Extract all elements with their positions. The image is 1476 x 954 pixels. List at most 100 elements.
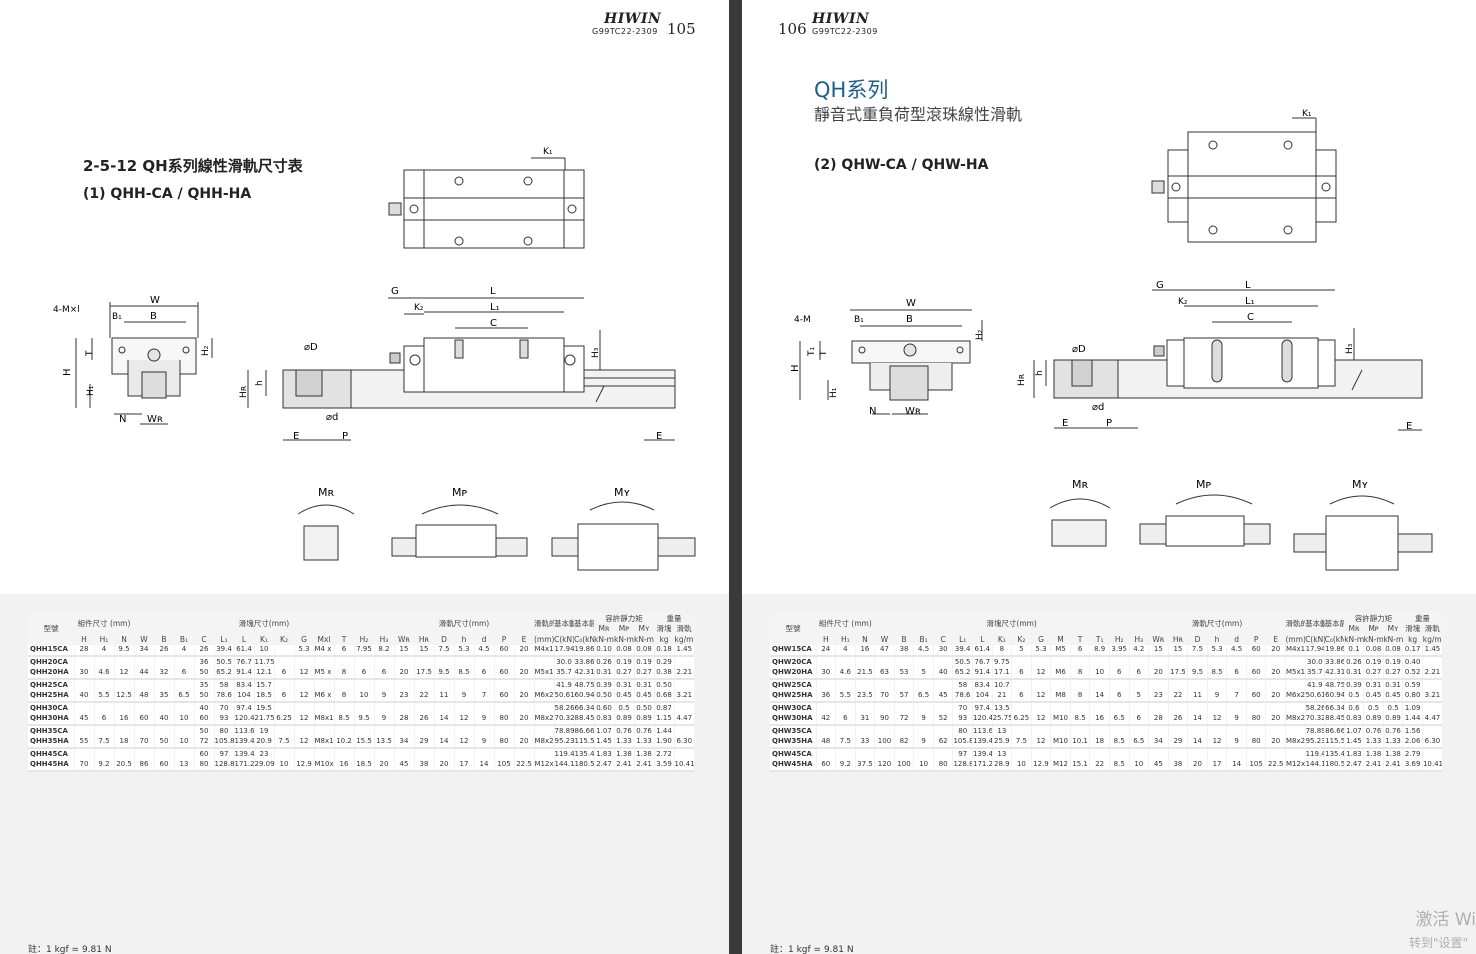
table-cell: 12 xyxy=(453,713,474,726)
table-cell xyxy=(313,725,334,737)
table-cell: 60 xyxy=(493,667,514,680)
header-assembly: 組件尺寸 (mm) xyxy=(74,613,134,634)
table-cell: 0.89 xyxy=(1382,713,1403,726)
table-cell: 60 xyxy=(815,759,836,772)
table-cell: M6x20 xyxy=(533,690,554,703)
table-cell: M8x25 xyxy=(533,736,554,749)
table-cell: 6.30 xyxy=(673,736,694,749)
label-h2: H₂ xyxy=(201,345,211,356)
table-cell xyxy=(433,725,454,737)
table-cell: 10 xyxy=(1089,667,1110,680)
table-cell: 6.30 xyxy=(1421,736,1442,749)
table-cell xyxy=(1265,656,1286,668)
table-cell: 139.4 xyxy=(972,736,993,749)
table-cell xyxy=(133,656,154,668)
table-cell xyxy=(353,656,374,668)
table-cell: 20.5 xyxy=(113,759,134,772)
header-dim-col: H xyxy=(816,634,836,645)
table-cell xyxy=(1421,748,1442,760)
table-cell xyxy=(1265,702,1286,714)
table-cell xyxy=(1011,656,1032,668)
label-e-left: E xyxy=(293,431,299,442)
table-cell xyxy=(533,656,554,668)
table-cell: 7.5 xyxy=(835,736,856,749)
model-cell: QHH45HA xyxy=(28,759,74,772)
table-cell: M8x25 xyxy=(1285,713,1306,726)
table-cell: 0.45 xyxy=(1363,690,1384,703)
table-cell: 78.6 xyxy=(952,690,973,703)
table-cell: 6 xyxy=(273,667,294,680)
table-cell: M8x25 xyxy=(533,713,554,726)
table-cell: 34 xyxy=(1148,736,1169,749)
model-cell: QHH30HA xyxy=(28,713,74,726)
table-cell: 2.47 xyxy=(1343,759,1364,772)
table-cell xyxy=(93,725,114,737)
header-dim-col: L₁ xyxy=(952,634,973,645)
table-cell: 3.21 xyxy=(1421,690,1442,703)
table-cell xyxy=(173,725,194,737)
table-cell: 88.45 xyxy=(573,713,594,726)
header-rail: 滑軌尺寸(mm) xyxy=(394,613,534,634)
table-cell: 1.33 xyxy=(1382,736,1403,749)
table-cell xyxy=(533,748,554,760)
table-cell xyxy=(1148,702,1169,714)
table-cell xyxy=(313,679,334,691)
table-cell: 60 xyxy=(493,690,514,703)
table-cell: 22.5 xyxy=(1265,759,1286,772)
table-cell: 105.8 xyxy=(213,736,234,749)
table-cell: 33 xyxy=(854,736,875,749)
table-cell xyxy=(113,748,134,760)
header-dim-col: T xyxy=(1070,634,1090,645)
table-cell xyxy=(93,679,114,691)
table-cell xyxy=(1011,748,1032,760)
label-my: Mʏ xyxy=(614,486,630,499)
table-cell: 97 xyxy=(952,748,973,760)
table-cell xyxy=(854,725,875,737)
table-cell xyxy=(932,748,953,760)
table-cell: 17.5 xyxy=(413,667,434,680)
table-cell: 40 xyxy=(932,667,953,680)
table-cell: 60.94 xyxy=(1324,690,1345,703)
table-cell: 139.4 xyxy=(233,736,254,749)
table-cell: M8 xyxy=(1050,690,1071,703)
table-cell: 28 xyxy=(73,644,94,657)
header-dim-col: L xyxy=(234,634,254,645)
table-cell: 1.45 xyxy=(673,644,694,657)
table-cell: 0.08 xyxy=(1382,644,1403,657)
table-cell: 31 xyxy=(854,713,875,726)
table-cell: 128.8 xyxy=(213,759,234,772)
header-static-load: 基本靜額定負荷 xyxy=(574,613,594,634)
table-cell: 6 xyxy=(353,667,374,680)
table-cell: 40 xyxy=(193,702,214,714)
table-cell: 0.27 xyxy=(613,667,634,680)
table-cell: 80 xyxy=(952,725,973,737)
table-cell: 10.41 xyxy=(1421,759,1442,772)
table-cell: 9 xyxy=(373,690,394,703)
table-cell: 8 xyxy=(333,690,354,703)
table-cell: 0.50 xyxy=(653,679,674,691)
doc-code: G99TC22-2309 xyxy=(592,27,658,36)
header-moment-sub: Mʀ xyxy=(1344,623,1364,634)
table-cell: 10 xyxy=(913,759,934,772)
header-unit: kg xyxy=(1402,634,1423,645)
label-b: B xyxy=(906,314,913,325)
table-cell: 0.6 xyxy=(1343,702,1364,714)
label-hr: Hʀ xyxy=(239,385,249,398)
table-cell xyxy=(1050,656,1071,668)
table-cell: 0.38 xyxy=(653,667,674,680)
table-cell: 4 xyxy=(835,644,856,657)
header-dim-col: D xyxy=(434,634,454,645)
table-cell xyxy=(1089,656,1110,668)
header-moment-sub: Mʀ xyxy=(594,623,614,634)
table-cell xyxy=(1128,656,1149,668)
table-cell: 22 xyxy=(1167,690,1188,703)
table-cell: 30.0 xyxy=(553,656,574,668)
table-cell: M8x10 xyxy=(313,713,334,726)
table-cell xyxy=(1050,702,1071,714)
table-cell: 50.61 xyxy=(1304,690,1325,703)
model-cell: QHH25CA xyxy=(28,679,74,691)
header-moment-sub: Mᴘ xyxy=(1363,623,1384,634)
table-cell xyxy=(1089,702,1110,714)
